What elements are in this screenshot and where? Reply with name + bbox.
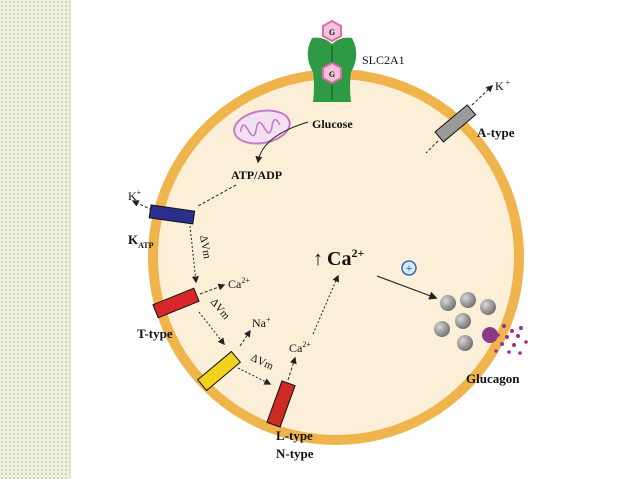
- t-type-label: T-type: [137, 326, 173, 341]
- a-type-label: A-type: [477, 125, 515, 140]
- released-glucagon-dots: [494, 324, 528, 355]
- slc2a1-label: SLC2A1: [362, 53, 405, 67]
- k-ion-label-atype: K+: [495, 78, 511, 93]
- granule: [482, 327, 498, 343]
- katp-efflux-arrow: [131, 200, 153, 211]
- side-strip-edge: [69, 0, 71, 479]
- n-type-label: N-type: [276, 446, 314, 461]
- sodium-channel: [196, 350, 242, 392]
- ca-label-ltype: Ca2+: [289, 340, 311, 355]
- textured-side-strip: [0, 0, 70, 479]
- t-type-channel: [152, 287, 200, 319]
- granule: [457, 335, 473, 351]
- glucose-hexagon-in-transporter: G: [322, 61, 342, 85]
- glucagon-label: Glucagon: [466, 371, 520, 386]
- atp-to-katp-line: [197, 184, 237, 207]
- atp-adp-label: ATP/ADP: [231, 168, 282, 182]
- ltype-ca-influx-arrow: [287, 356, 297, 381]
- stimulation-plus-badge: +: [401, 260, 417, 276]
- na-influx-arrow: [239, 329, 251, 347]
- granule: [440, 295, 456, 311]
- glucose-mark-inside: G: [329, 70, 335, 79]
- ttype-ca-influx-arrow: [199, 283, 226, 295]
- glucose-mark-outside: G: [329, 28, 335, 37]
- granule: [434, 321, 450, 337]
- dvm-arrow-2: [198, 311, 225, 346]
- l-type-channel: [266, 380, 296, 428]
- l-type-label: L-type: [276, 428, 313, 443]
- dvm-arrow-3: [237, 367, 272, 385]
- atype-inner-dash: [425, 140, 439, 154]
- glucose-label: Glucose: [312, 117, 353, 131]
- granule: [460, 292, 476, 308]
- granule: [480, 299, 496, 315]
- dvm-arrow-1: [189, 225, 199, 284]
- na-ion-label: Na+: [252, 315, 271, 330]
- plus-sign: +: [406, 261, 413, 275]
- katp-channel: [148, 204, 196, 225]
- ca-label-ttype: Ca2+: [228, 276, 250, 291]
- granule: [455, 313, 471, 329]
- glucagon-granules: [434, 292, 498, 351]
- dvm-label-1: ΔVm: [197, 234, 213, 260]
- k-ion-label-katp: K+: [128, 188, 142, 203]
- exocytosis-arrow: [376, 275, 438, 300]
- glucose-to-atp-arrow: [255, 121, 309, 164]
- cytosolic-ca-label: ↑Ca2+: [313, 246, 364, 270]
- a-type-channel: [434, 104, 477, 143]
- atype-efflux-arrow: [471, 85, 494, 106]
- katp-label: KATP: [128, 232, 154, 250]
- mitochondrion-icon: [233, 109, 291, 145]
- glucose-hexagon-outside: G: [322, 19, 342, 43]
- ca-rise-arrow: [312, 274, 339, 335]
